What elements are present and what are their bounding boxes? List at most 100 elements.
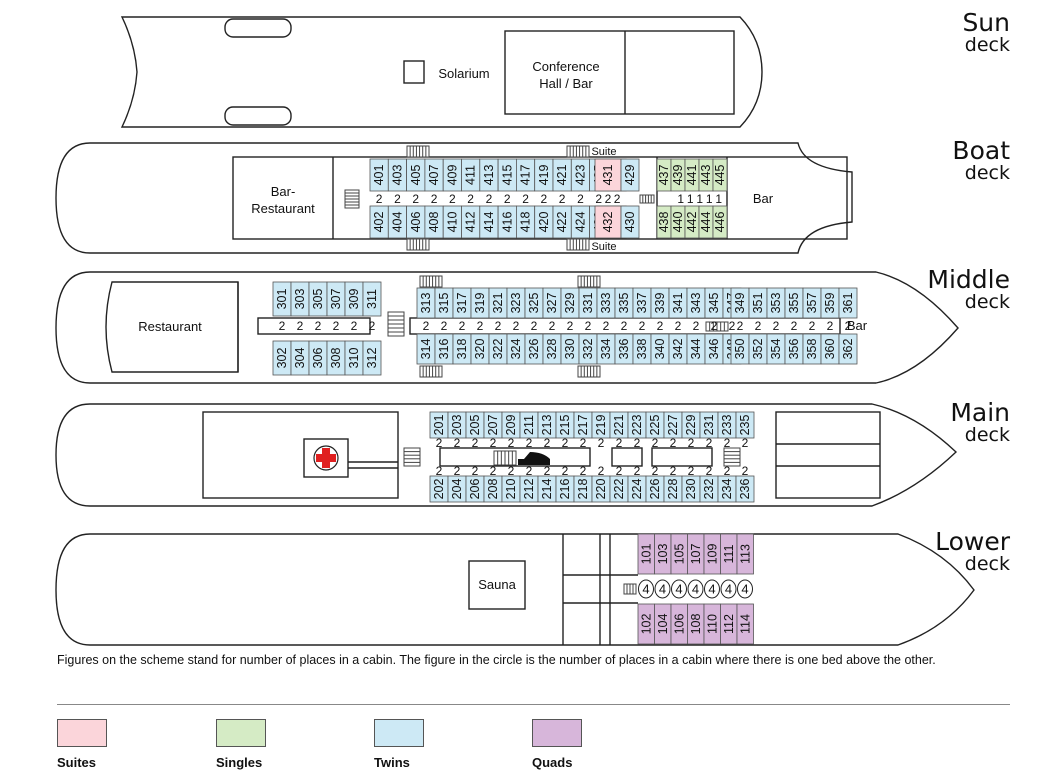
cabin-432: [594, 205, 622, 239]
sun-deck-hull: [120, 16, 763, 128]
cabin-number: 114: [738, 614, 752, 634]
cabin-number: 208: [486, 479, 500, 500]
cabin-number: 321: [491, 293, 505, 314]
cabin-number: 424: [573, 212, 587, 233]
boat-deck-hull: [55, 142, 853, 254]
cabin-number: 411: [464, 165, 478, 185]
cabin-number: 106: [672, 614, 686, 635]
bunk-circle: [720, 579, 737, 599]
berth-count: 2: [436, 464, 443, 478]
cabin-number: 320: [473, 339, 487, 360]
berth-count: 1: [696, 192, 703, 206]
cabin-number: 209: [504, 415, 518, 436]
legend-label: Quads: [532, 755, 573, 770]
berth-count: 2: [544, 464, 551, 478]
berth-count: 2: [657, 319, 664, 333]
cabin-number: 351: [751, 293, 765, 314]
cabin-number: 443: [699, 165, 713, 186]
stairs-icon: [566, 145, 590, 158]
cabin-235: [735, 411, 755, 439]
cabin-number: 110: [705, 614, 719, 634]
deck-word: deck: [964, 553, 1010, 576]
cabin-number: 214: [540, 479, 554, 500]
cabin-number: 412: [464, 212, 478, 233]
berth-count: 2: [315, 319, 322, 333]
berth-count: 2: [598, 436, 605, 450]
stairs-icon: [419, 275, 443, 288]
legend-swatch: [532, 719, 582, 747]
cabin-number: 224: [630, 479, 644, 500]
berth-count: 2: [376, 192, 383, 206]
conference-label-line2: Hall / Bar: [539, 76, 593, 91]
cabin-number: 107: [689, 544, 703, 565]
medical-room: [303, 438, 349, 478]
berth-count: 2: [614, 192, 621, 206]
stairs-icon: [566, 238, 590, 251]
berth-count: 2: [737, 319, 744, 333]
bar-restaurant-label-line1: Bar-: [271, 184, 296, 199]
berth-count: 2: [467, 192, 474, 206]
bunk-circle: [704, 579, 720, 599]
cabin-number: 218: [576, 479, 590, 500]
cabin-number: 331: [581, 293, 595, 314]
bunk-circle: [638, 579, 654, 599]
berth-count: 2: [773, 319, 780, 333]
cabin-number: 233: [720, 415, 734, 436]
cabin-number: 236: [738, 479, 752, 500]
berth-count: 2: [652, 436, 659, 450]
sun-deck-vent: [224, 18, 292, 38]
stairs-icon: [577, 365, 601, 378]
cabin-number: 442: [685, 212, 699, 233]
cabin-number: 235: [738, 415, 752, 436]
cabin-number: 227: [666, 415, 680, 436]
berth-count: 2: [508, 464, 515, 478]
deck-name: Middle: [927, 265, 1010, 294]
cabin-number: 215: [558, 415, 572, 436]
cabin-number: 310: [347, 348, 361, 369]
cabin-number: 222: [612, 479, 626, 500]
cabin-number: 111: [722, 544, 736, 563]
iron-icon: [518, 452, 550, 465]
cabin-113: [736, 533, 754, 575]
cabin-number: 216: [558, 479, 572, 500]
cabin-number: 226: [648, 479, 662, 500]
stairs-icon: [639, 194, 655, 204]
berth-count: 2: [724, 436, 731, 450]
cabin-number: 421: [555, 165, 569, 186]
cabin-number: 322: [491, 339, 505, 360]
cabin-number: 410: [445, 212, 459, 233]
cabin-number: 203: [450, 415, 464, 436]
cabin-number: 207: [486, 415, 500, 436]
cabin-number: 311: [365, 289, 379, 309]
berth-count: 2: [394, 192, 401, 206]
cabin-number: 312: [365, 348, 379, 369]
berth-count: 2: [577, 192, 584, 206]
middle-deck-hull: [55, 271, 959, 384]
cabin-number: 212: [522, 479, 536, 500]
berth-count: 2: [711, 319, 718, 333]
cabin-number: 417: [519, 165, 533, 186]
cabin-number: 358: [805, 339, 819, 360]
berth-count: 4: [692, 582, 699, 597]
cabin-number: 355: [787, 293, 801, 314]
cabin-number: 313: [419, 293, 433, 314]
deck-word: deck: [964, 291, 1010, 314]
berth-count: 2: [559, 192, 566, 206]
cabin-number: 324: [509, 339, 523, 360]
berth-count: 2: [541, 192, 548, 206]
berth-count: 2: [755, 319, 762, 333]
cabin-number: 318: [455, 339, 469, 360]
deck-name: Sun: [962, 8, 1010, 37]
bar-restaurant-label-line2: Restaurant: [251, 201, 315, 216]
cabin-number: 317: [455, 293, 469, 314]
legend-swatch: [216, 719, 266, 747]
cabin-number: 336: [617, 339, 631, 360]
cabin-number: 352: [751, 339, 765, 360]
cabin-number: 301: [275, 289, 289, 310]
berth-count: 2: [549, 319, 556, 333]
cabin-number: 359: [823, 293, 837, 314]
berth-count: 2: [454, 436, 461, 450]
cabin-361: [838, 287, 858, 319]
cabin-number: 231: [702, 415, 716, 436]
